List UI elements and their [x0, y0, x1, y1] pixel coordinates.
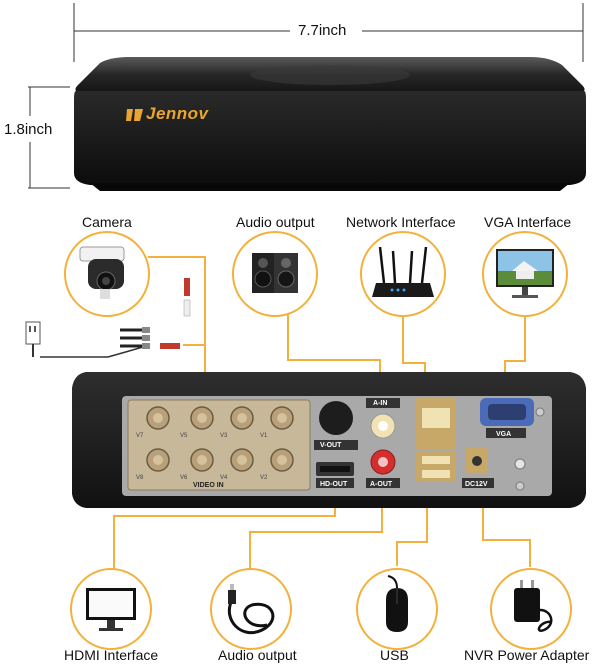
rear-panel	[72, 372, 586, 508]
port-label-a-in: A-IN	[373, 400, 388, 407]
speaker-icon	[252, 253, 298, 293]
monitor-icon	[496, 249, 554, 298]
label-network-interface: Network Interface	[346, 214, 456, 230]
label-camera: Camera	[82, 214, 132, 230]
bnc-label: V3	[220, 433, 228, 439]
height-dimension: 1.8inch	[4, 121, 53, 138]
label-audio-output-bottom: Audio output	[218, 647, 297, 663]
brand-name: Jennov	[146, 104, 209, 123]
audio-cable-image	[210, 568, 292, 650]
mouse-icon	[386, 575, 408, 632]
label-nvr-power-adapter: NVR Power Adapter	[464, 647, 590, 663]
cable-icon	[227, 584, 275, 635]
bnc-label: V4	[220, 475, 228, 481]
bnc-label: V1	[260, 433, 268, 439]
port-label-dc12v: DC12V	[465, 481, 488, 488]
camera-icon	[79, 246, 125, 299]
brand-logo-icon	[126, 109, 143, 121]
router-image	[360, 231, 446, 317]
device-top-view	[74, 57, 586, 191]
power-adapter-image	[490, 568, 572, 650]
bnc-label: V5	[180, 433, 188, 439]
port-label-video-in: VIDEO IN	[193, 482, 224, 489]
monitor-icon	[86, 588, 136, 631]
bnc-label: V8	[136, 475, 144, 481]
port-label-vga: VGA	[496, 431, 512, 438]
port-label-hd-out: HD-OUT	[320, 481, 348, 488]
hdmi-monitor-image	[70, 568, 152, 650]
bnc-label: V7	[136, 433, 144, 439]
width-dimension: 7.7inch	[298, 22, 347, 39]
port-label-a-out: A-OUT	[370, 481, 393, 488]
power-adapter-icon	[514, 580, 553, 632]
router-icon	[372, 246, 434, 297]
monitor-image	[482, 231, 568, 317]
bnc-label: V6	[180, 475, 188, 481]
camera-image	[64, 231, 150, 317]
label-hdmi-interface: HDMI Interface	[64, 647, 159, 663]
power-plug-image	[25, 321, 150, 357]
label-audio-output-top: Audio output	[236, 214, 315, 230]
bnc-label: V2	[260, 475, 268, 481]
port-label-v-out: V-OUT	[320, 442, 342, 449]
label-usb: USB	[380, 647, 409, 663]
dimension-lines	[28, 3, 584, 189]
label-vga-interface: VGA Interface	[484, 214, 572, 230]
mouse-image	[356, 568, 438, 650]
speaker-image	[232, 231, 318, 317]
